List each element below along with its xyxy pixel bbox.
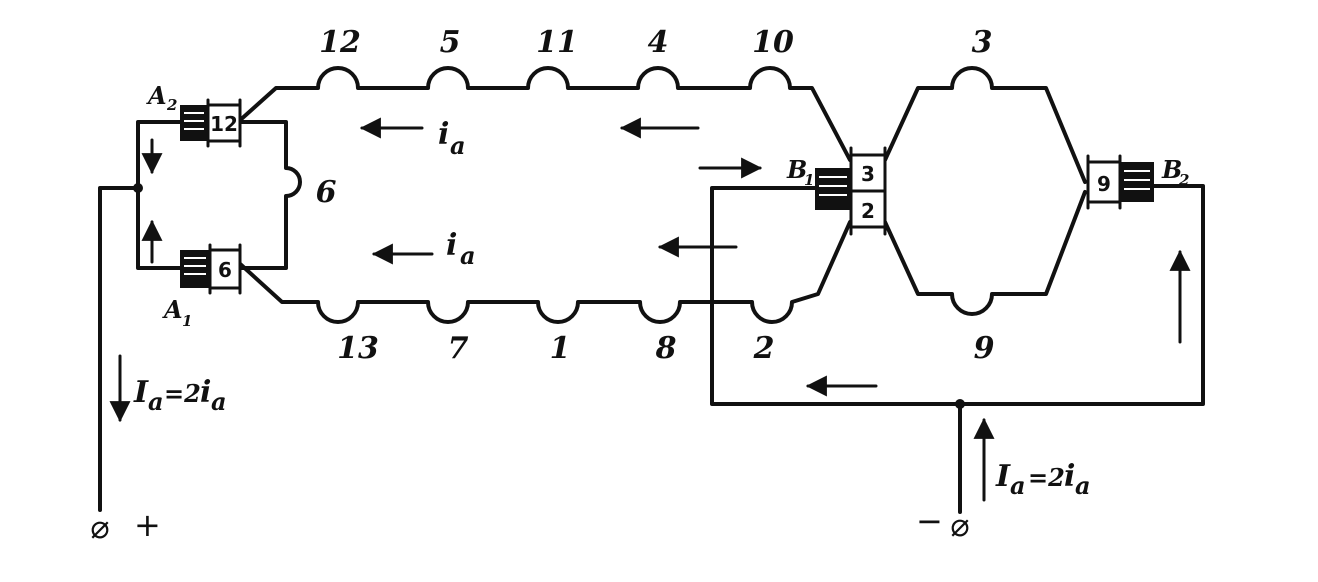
svg-text:I: I: [995, 459, 1011, 494]
bottom-branch-wire: [236, 220, 852, 324]
total-current-label-right: I a =2 i a: [995, 459, 1091, 500]
svg-text:a: a: [450, 131, 466, 160]
svg-text:i: i: [438, 117, 449, 152]
svg-text:a: a: [211, 387, 227, 416]
coil-label-top: 5: [440, 25, 461, 60]
svg-text:i: i: [1064, 459, 1075, 494]
brush-a2-segment: 12: [210, 112, 238, 136]
brush-b2-label: B: [1161, 155, 1182, 184]
brush-b2: 9: [1086, 154, 1154, 210]
brush-a2-label: A: [146, 81, 167, 110]
brush-a1: 6: [180, 243, 242, 295]
brush-b1-segment-bottom: 2: [861, 199, 875, 223]
plus-terminal-lead: [98, 186, 140, 512]
brush-a1-sub: 1: [182, 312, 192, 330]
coil-label-bottom: 2: [753, 331, 775, 366]
brush-b2-segment: 9: [1097, 172, 1111, 196]
brush-a1-label: A: [162, 295, 183, 324]
svg-text:I: I: [133, 375, 149, 410]
brush-b1: 3 2: [815, 146, 887, 236]
brush-a1-segment: 6: [218, 258, 232, 282]
svg-text:a: a: [1010, 471, 1026, 500]
junction-dot: [955, 399, 965, 409]
branch-current-label-bottom: i a: [446, 228, 476, 270]
b1-lead-wire: [710, 184, 1205, 406]
svg-text:=2: =2: [164, 379, 201, 408]
svg-text:a: a: [148, 387, 164, 416]
coil-label-bottom: 13: [337, 331, 379, 366]
brush-b1-sub: 1: [804, 171, 814, 189]
brush-b1-label: B: [786, 155, 807, 184]
coil-label-bottom: 1: [550, 331, 571, 366]
svg-text:i: i: [200, 375, 211, 410]
svg-text:a: a: [1075, 471, 1091, 500]
coil-label-top: 10: [752, 25, 794, 60]
coil-label-right-bottom: 9: [974, 331, 995, 366]
coil-6-loop-wire: [236, 120, 302, 270]
top-branch-wire: [236, 66, 852, 162]
coil-label-right-top: 3: [972, 25, 993, 60]
brush-b1-segment-top: 3: [861, 162, 875, 186]
junction-dot: [133, 183, 143, 193]
brush-a2: 12: [180, 98, 242, 148]
minus-terminal-icon: ⌀: [950, 506, 969, 544]
svg-text:i: i: [446, 228, 457, 263]
right-bottom-branch-wire: [883, 190, 1087, 316]
branch-current-label-top: i a: [438, 117, 466, 160]
left-brush-bus-wire: [136, 120, 184, 270]
coil-label-bottom: 7: [448, 331, 469, 366]
brush-a2-sub: 2: [166, 96, 177, 114]
coil-label-side: 6: [316, 175, 337, 210]
plus-terminal-icon: ⌀: [90, 508, 109, 546]
brush-b2-sub: 2: [1178, 171, 1189, 189]
svg-text:a: a: [460, 241, 476, 270]
coil-label-top: 4: [648, 25, 669, 60]
svg-text:=2: =2: [1028, 463, 1065, 492]
plus-sign: +: [134, 506, 161, 544]
total-current-label-left: I a =2 i a: [133, 375, 227, 416]
minus-sign: −: [916, 502, 943, 540]
coil-label-bottom: 8: [655, 331, 677, 366]
coil-label-top: 11: [536, 25, 578, 60]
coil-label-top: 12: [319, 25, 361, 60]
right-top-branch-wire: [883, 66, 1087, 184]
